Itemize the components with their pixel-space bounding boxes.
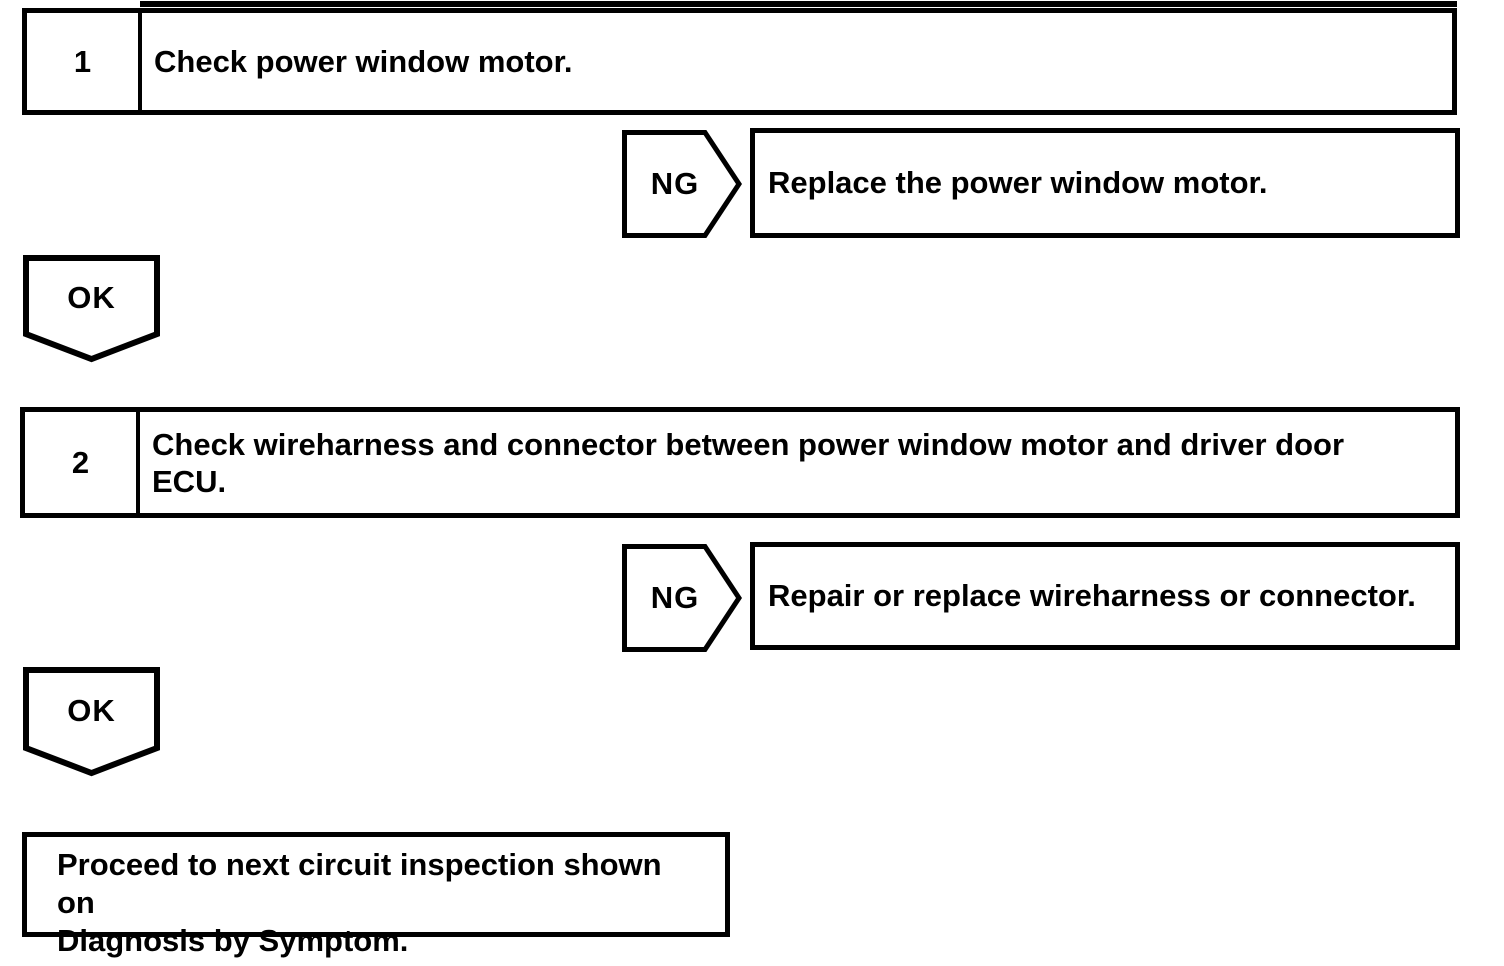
step-2-number: 2: [25, 412, 140, 513]
ng-1-label: NG: [650, 166, 700, 201]
ok-2-label: OK: [67, 693, 116, 728]
step-1-box: 1 Check power window motor.: [22, 8, 1457, 115]
ok-connector-2: OK: [23, 667, 160, 777]
ng-arrow-icon: [622, 544, 742, 652]
step-1-number: 1: [27, 13, 142, 110]
ok-arrow-icon: [23, 667, 160, 777]
ok-arrow-icon: [23, 255, 160, 363]
ng-connector-2: NG: [622, 544, 742, 652]
result-box-2: Repair or replace wireharness or connect…: [750, 542, 1460, 650]
step-2-text: Check wireharness and connector between …: [140, 412, 1455, 513]
ok-connector-1: OK: [23, 255, 160, 363]
step-2-text-line-2: ECU.: [152, 463, 227, 499]
final-text-line-2: Diagnosis by Symptom.: [57, 923, 409, 958]
final-box: Proceed to next circuit inspection shown…: [22, 832, 730, 958]
final-text-line-1: Proceed to next circuit inspection shown…: [57, 847, 662, 920]
ng-arrow-icon: [622, 130, 742, 238]
ok-1-label: OK: [67, 280, 116, 315]
ng-2-label: NG: [650, 580, 700, 615]
result-2-text: Repair or replace wireharness or connect…: [768, 578, 1416, 613]
ng-connector-1: NG: [622, 130, 742, 238]
scan-artifact-line: [140, 1, 1457, 7]
step-1-text-line: Check power window motor.: [154, 44, 573, 79]
step-2-box: 2 Check wireharness and connector betwee…: [20, 407, 1460, 518]
step-1-text: Check power window motor.: [142, 13, 1452, 110]
result-box-1: Replace the power window motor.: [750, 128, 1460, 238]
result-1-text: Replace the power window motor.: [768, 165, 1268, 200]
step-2-text-line-1: Check wireharness and connector between …: [152, 426, 1345, 462]
